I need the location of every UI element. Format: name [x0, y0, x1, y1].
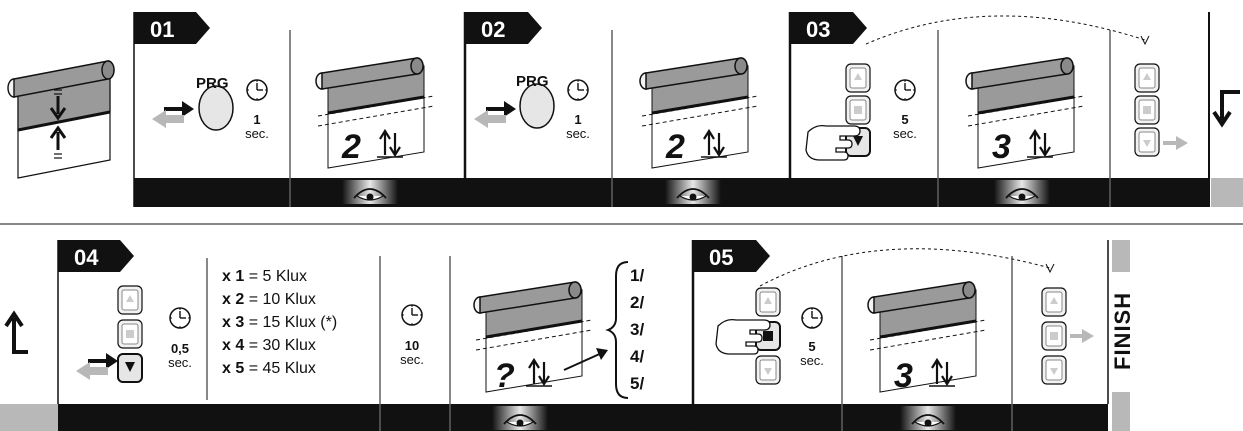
step-05-unit: sec. [800, 353, 824, 368]
step-01-result: 2 [341, 128, 361, 166]
option-4: 4/ [630, 347, 644, 366]
press-count-1: x 1 = 5 Klux [222, 268, 307, 285]
step-05: 05 5 sec. 3 [694, 240, 1094, 430]
return-arrow-icon [1214, 92, 1240, 124]
eye-icon [665, 180, 721, 204]
clock-icon [402, 305, 422, 325]
step-02-result: 2 [665, 128, 685, 166]
press-count-list: x 1 = 5 Klux x 2 = 10 Klux x 3 = 15 Klux… [222, 268, 337, 377]
wait-time: 10 [405, 338, 419, 353]
row-1-bottom-bar [134, 178, 1110, 207]
initial-blind-illustration [8, 61, 114, 178]
clock-icon [568, 80, 588, 100]
step-05-number: 05 [709, 245, 733, 270]
prg-label: PRG [516, 73, 549, 90]
row-1: 01 PRG 1 sec. 2 02 [8, 12, 1243, 207]
step-05-result: 3 [894, 357, 913, 395]
press-count-3: x 3 = 15 Klux (*) [222, 314, 337, 331]
step-03-blind [966, 58, 1084, 168]
step-01-blind [316, 58, 434, 168]
eye-icon [994, 180, 1050, 204]
step-03-result: 3 [992, 128, 1011, 166]
press-count-5: x 5 = 45 Klux [222, 360, 316, 377]
brace-icon [608, 262, 628, 398]
step-02-number: 02 [481, 17, 505, 42]
step-03-time: 5 [901, 112, 908, 127]
press-count-2: x 2 = 10 Klux [222, 291, 316, 308]
step-01-time: 1 [253, 112, 260, 127]
prg-label: PRG [196, 75, 229, 92]
step-03-unit: sec. [893, 126, 917, 141]
step-01-number: 01 [150, 17, 174, 42]
step-04-time: 0,5 [171, 341, 189, 356]
double-arrow-icon [474, 101, 516, 128]
wait-unit: sec. [400, 352, 424, 367]
step-04-number: 04 [74, 245, 99, 270]
step-04-result: ? [494, 357, 515, 395]
step-02-time: 1 [574, 112, 581, 127]
stop-key[interactable] [846, 96, 870, 124]
step-05-time: 5 [808, 339, 815, 354]
step-01-unit: sec. [245, 126, 269, 141]
double-arrow-icon [76, 353, 118, 380]
continue-arrow-icon [6, 314, 28, 352]
step-01: 01 PRG 1 sec. 2 [134, 12, 434, 204]
step-04: 04 0,5 sec. x 1 = 5 Klux x 2 = 10 Klux x… [58, 240, 644, 430]
step-03: 03 5 sec. 3 [791, 12, 1188, 204]
finish-label: FINISH [1110, 292, 1135, 370]
step-05-blind [868, 282, 986, 392]
released-keypad [1135, 64, 1188, 156]
row-2-gray-tab [0, 404, 58, 431]
option-list: 1/ 2/ 3/ 4/ 5/ [630, 266, 644, 393]
option-5: 5/ [630, 374, 644, 393]
double-arrow-icon [152, 101, 194, 128]
prg-button[interactable] [199, 86, 233, 130]
option-2: 2/ [630, 293, 644, 312]
row-1-gray-tab [1211, 178, 1243, 207]
option-3: 3/ [630, 320, 644, 339]
released-keypad [1042, 288, 1094, 384]
prg-button[interactable] [520, 84, 554, 128]
up-key[interactable] [846, 64, 870, 92]
step-02-unit: sec. [566, 126, 590, 141]
eye-icon [900, 406, 956, 430]
option-1: 1/ [630, 266, 644, 285]
step-04-unit: sec. [168, 355, 192, 370]
clock-icon [802, 308, 822, 328]
row-2: 04 0,5 sec. x 1 = 5 Klux x 2 = 10 Klux x… [0, 240, 1135, 431]
eye-icon [342, 180, 398, 204]
clock-icon [247, 80, 267, 100]
step-03-number: 03 [806, 17, 830, 42]
step-02-blind [640, 58, 758, 168]
press-count-4: x 4 = 30 Klux [222, 337, 316, 354]
clock-icon [170, 308, 190, 328]
clock-icon [895, 80, 915, 100]
eye-icon [492, 406, 548, 430]
